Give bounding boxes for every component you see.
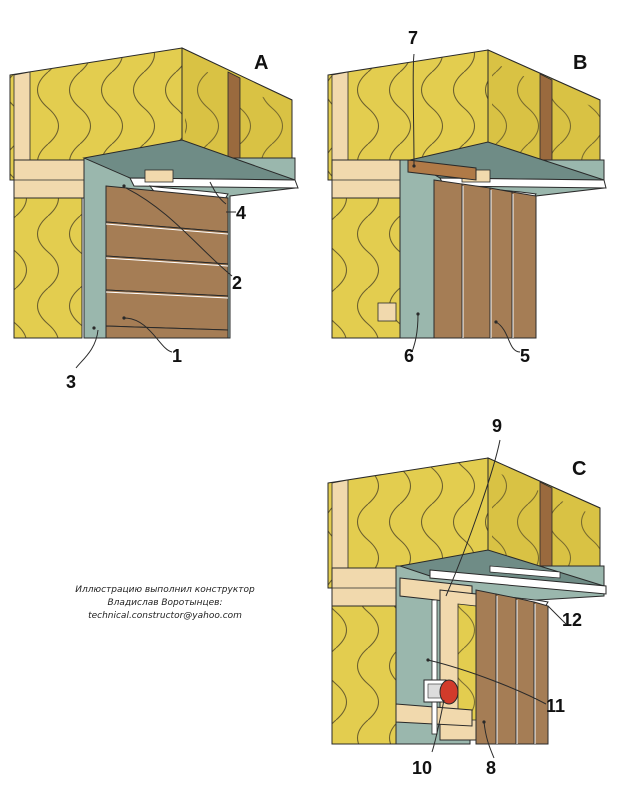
callout-8: 8: [486, 758, 496, 778]
panel-label-b: B: [573, 52, 587, 74]
vertical-panels: [426, 589, 549, 745]
vertical-panels: [416, 179, 537, 339]
wall-left: [331, 567, 399, 745]
leader-lines-c: [427, 439, 567, 759]
credit-email: technical.constructor@yahoo.com: [88, 611, 242, 621]
ceiling-lining: [399, 549, 607, 595]
callout-4: 4: [236, 203, 246, 223]
batten-rail: [407, 159, 477, 181]
credit-line-1: Иллюстрацию выполнил конструктор: [75, 585, 255, 595]
callout-3: 3: [66, 372, 76, 392]
leader-lines-b: [411, 53, 521, 353]
wall-left: [331, 159, 403, 339]
panel-labels: A B C: [254, 52, 587, 480]
credit-line-2: Владислав Воротынцев:: [107, 598, 223, 608]
panel-label-c: C: [572, 458, 586, 480]
callout-11: 11: [546, 696, 565, 716]
author-credit: Иллюстрацию выполнил конструктор Владисл…: [60, 584, 270, 623]
callout-10: 10: [412, 758, 432, 778]
callout-1: 1: [172, 346, 182, 366]
clapboard-panels: [92, 184, 229, 339]
fan-unit: [423, 679, 459, 705]
panel-a: [9, 47, 299, 369]
panel-label-a: A: [254, 52, 268, 74]
callout-9: 9: [492, 416, 502, 436]
leader-lines-a: [75, 181, 236, 369]
callout-7: 7: [408, 28, 418, 48]
ceiling-lining: [82, 139, 299, 189]
cable-conduit: [431, 599, 438, 735]
panel-b: [327, 49, 607, 353]
callout-12: 12: [562, 610, 582, 630]
callout-numbers: 1 2 3 4 5 6 7 8 9 10 11 12: [66, 28, 582, 778]
wall-left: [13, 159, 85, 339]
ceiling-insulation-block: [9, 47, 293, 181]
callout-5: 5: [520, 346, 530, 366]
ceiling-insulation-block: [327, 457, 601, 589]
callout-2: 2: [232, 273, 242, 293]
callout-6: 6: [404, 346, 414, 366]
ceiling-insulation-block: [327, 49, 601, 181]
panel-c: [327, 439, 607, 759]
